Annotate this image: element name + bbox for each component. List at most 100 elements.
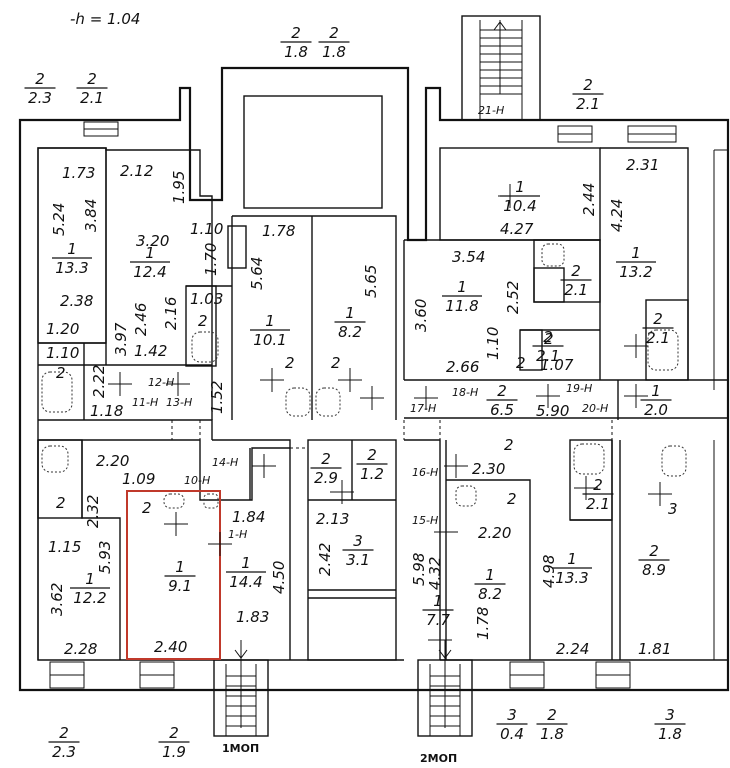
room-number: 2 xyxy=(142,499,152,517)
room-fraction-ext-2: 22.1 xyxy=(76,70,108,107)
dimension: 3.54 xyxy=(452,248,485,266)
room-area: 2.1 xyxy=(536,347,560,365)
room-number: 1 xyxy=(631,244,641,262)
room-number: 2 xyxy=(331,354,341,372)
room-number: 2 xyxy=(321,450,331,468)
single-numbers: 2 2 2 2 2 2 2 2 2 2 3 xyxy=(56,312,678,518)
room-fraction-ext-1: 22.3 xyxy=(24,70,56,107)
dimension: 3.60 xyxy=(412,299,430,332)
room-area: 8.2 xyxy=(478,585,502,603)
room-area: 2.9 xyxy=(314,469,338,487)
room-number: 1 xyxy=(85,570,95,588)
room-area: 10.1 xyxy=(253,331,286,349)
passage-label: 12-H xyxy=(148,376,174,389)
room-number: 2 xyxy=(593,476,603,494)
dimension: 5.65 xyxy=(362,265,380,298)
passage-label: 15-H xyxy=(412,514,438,527)
room-number: 2 xyxy=(653,310,663,328)
room-marker-cross xyxy=(164,512,188,536)
dimension: 2.22 xyxy=(90,365,108,398)
room-fraction-r-122: 112.2 xyxy=(70,570,110,607)
room-fraction-ext-7: 21.9 xyxy=(158,724,190,761)
room-marker-cross xyxy=(360,386,384,410)
room-fraction-ext-8: 30.4 xyxy=(496,706,528,743)
room-marker-cross xyxy=(648,482,672,506)
dimension: 2.12 xyxy=(120,162,153,180)
passage-label: 14-H xyxy=(212,456,238,469)
room-marker-cross xyxy=(108,372,132,396)
room-area: 2.1 xyxy=(646,329,670,347)
room-area: 2.1 xyxy=(576,95,600,113)
dimension: 1.83 xyxy=(236,608,269,626)
room-marker-cross xyxy=(624,334,648,358)
dimension: 4.50 xyxy=(270,561,288,594)
room-area: 2.3 xyxy=(52,743,76,761)
windows xyxy=(49,121,728,689)
dimension: 3.62 xyxy=(48,583,66,616)
room-number: 2 xyxy=(544,330,554,348)
room-number: 1 xyxy=(457,278,467,296)
room-fraction-ext-4: 21.8 xyxy=(318,24,350,61)
room-marker-cross xyxy=(252,454,276,478)
room-fraction-r-82b: 18.2 xyxy=(474,566,506,603)
dimension: 2.13 xyxy=(316,510,349,528)
room-number: 2 xyxy=(649,542,659,560)
dimension: 3.84 xyxy=(82,199,100,232)
room-area: 2.1 xyxy=(586,495,610,513)
room-labels: 113.3112.4110.118.2110.4111.8113.2112.21… xyxy=(24,24,686,761)
dimension: 1.70 xyxy=(202,243,220,276)
dimension: 5.93 xyxy=(96,541,114,574)
stair-label-1: 1МОП xyxy=(222,742,259,755)
passage-label: 21-H xyxy=(478,104,504,117)
room-number: 2 xyxy=(543,328,553,346)
room-fraction-r-77: 17.7 xyxy=(422,592,454,629)
room-area: 14.4 xyxy=(229,573,262,591)
passage-label: 11-H xyxy=(132,396,158,409)
room-area: 1.8 xyxy=(284,43,308,61)
dimension: 2.42 xyxy=(316,543,334,576)
room-number: 1 xyxy=(433,592,443,610)
room-markers xyxy=(108,184,672,652)
room-fraction-r-29: 22.9 xyxy=(310,450,342,487)
dimension: 2.52 xyxy=(504,281,522,314)
room-number: 1 xyxy=(567,550,577,568)
dimension: 5.24 xyxy=(50,203,68,236)
dimension: 1.10 xyxy=(484,327,502,360)
room-area: 2.1 xyxy=(564,281,588,299)
room-number: 2 xyxy=(583,76,593,94)
dimension: 3.20 xyxy=(136,232,169,250)
dimension: 4.27 xyxy=(500,220,534,238)
room-fraction-r-101: 110.1 xyxy=(250,312,290,349)
room-number: 2 xyxy=(571,262,581,280)
dimension: 1.10 xyxy=(190,220,223,238)
dimension: 2.28 xyxy=(64,640,97,658)
room-number: 2 xyxy=(169,724,179,742)
dimension: 1.20 xyxy=(46,320,79,338)
room-fraction-ext-6: 22.3 xyxy=(48,724,80,761)
dimension: 1.03 xyxy=(190,290,223,308)
passage-label: 20-H xyxy=(582,402,608,415)
room-area: 0.4 xyxy=(500,725,524,743)
room-marker-cross xyxy=(208,532,232,556)
height-note: -h = 1.04 xyxy=(70,10,140,28)
room-marker-cross xyxy=(536,384,560,408)
room-area: 1.9 xyxy=(162,743,186,761)
dimension: 4.98 xyxy=(540,555,558,588)
dimension: 1.42 xyxy=(134,342,167,360)
room-marker-cross xyxy=(434,520,458,544)
room-number: 2 xyxy=(198,312,208,330)
room-fraction-r-91: 19.1 xyxy=(164,558,196,595)
room-number: 2 xyxy=(547,706,557,724)
dimension: 2.46 xyxy=(132,303,150,336)
room-area: 12.2 xyxy=(73,589,106,607)
room-area: 11.8 xyxy=(445,297,478,315)
room-fraction-r-left-13: 113.3 xyxy=(52,240,92,277)
dimension: 3.97 xyxy=(112,322,130,356)
room-number: 2 xyxy=(291,24,301,42)
passage-labels: 12-H 11-H 13-H 14-H 10-H 1-H 21-H 18-H 1… xyxy=(132,104,608,541)
room-marker-cross xyxy=(330,480,354,504)
room-fraction-r-31: 33.1 xyxy=(342,532,374,569)
room-fraction-ext-3: 21.8 xyxy=(280,24,312,61)
room-number: 2 xyxy=(507,490,517,508)
